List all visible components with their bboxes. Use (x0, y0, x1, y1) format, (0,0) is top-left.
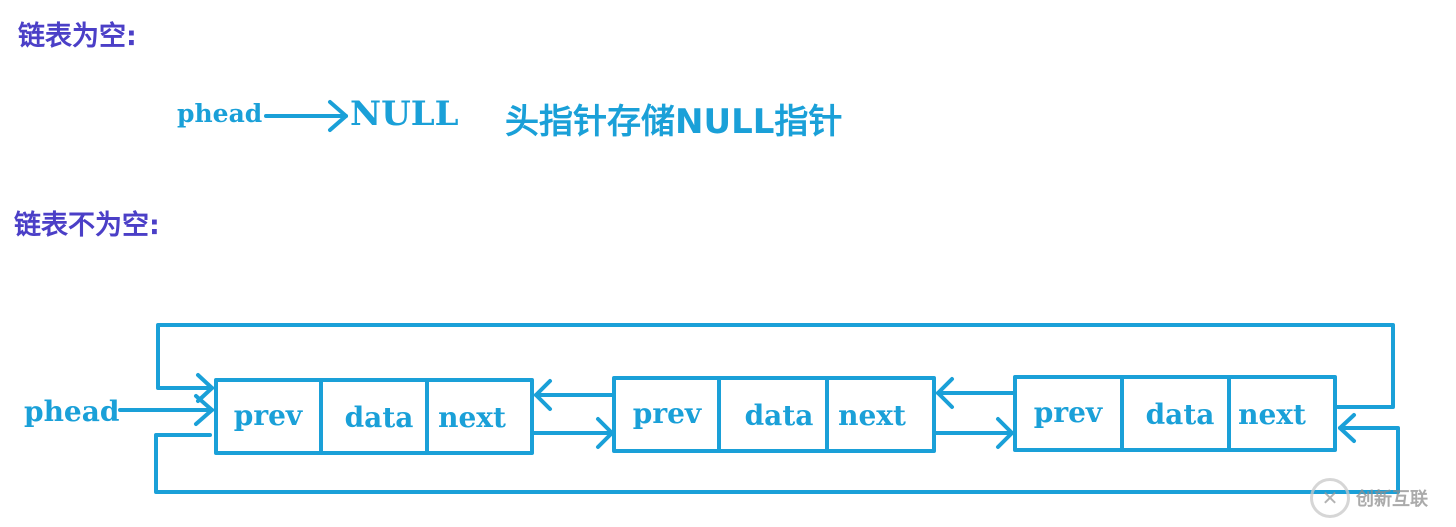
node-2-to-node-3-arrowhead (996, 417, 1014, 449)
node-1 (214, 378, 534, 455)
node-1-data-label: data (345, 401, 414, 434)
node-3-next-label: next (1238, 398, 1306, 431)
node-1-prev-label: prev (234, 399, 303, 432)
node-1-box (214, 378, 534, 455)
watermark-logo-icon: ✕ (1310, 477, 1350, 518)
empty-head-label: phead (177, 99, 263, 128)
watermark-text: 创新互联 (1356, 488, 1428, 510)
watermark: ✕ 创新互联 (1310, 468, 1456, 527)
node-2 (612, 376, 936, 453)
head-to-tail-loop-arrowhead (1338, 413, 1356, 443)
node-3 (1013, 375, 1337, 452)
head-to-tail-loop (154, 426, 1400, 494)
node-1-to-node-2-arrowhead (596, 417, 614, 449)
node-3-to-node-2-arrowhead (936, 377, 954, 409)
heading-empty-list: 链表为空: (18, 21, 137, 52)
node-3-box (1013, 375, 1337, 452)
node-3-data-label: data (1146, 398, 1215, 431)
node-3-prev-label: prev (1034, 396, 1103, 429)
head-to-node-1-arrowhead (194, 394, 214, 426)
list-head-label: phead (24, 395, 120, 428)
node-2-to-node-1-arrowhead (534, 379, 552, 411)
node-2-data-label: data (745, 399, 814, 432)
head-to-null-arrowhead (328, 100, 348, 132)
heading-nonempty-list: 链表不为空: (14, 210, 160, 241)
node-1-next-label: next (438, 401, 506, 434)
null-label: NULL (350, 94, 459, 134)
empty-description: 头指针存储NULL指针 (505, 102, 843, 142)
tail-to-head-loop-arrowhead (196, 373, 214, 403)
node-2-box (612, 376, 936, 453)
tail-to-head-loop (156, 323, 1395, 409)
node-2-next-label: next (838, 399, 906, 432)
node-2-prev-label: prev (633, 397, 702, 430)
